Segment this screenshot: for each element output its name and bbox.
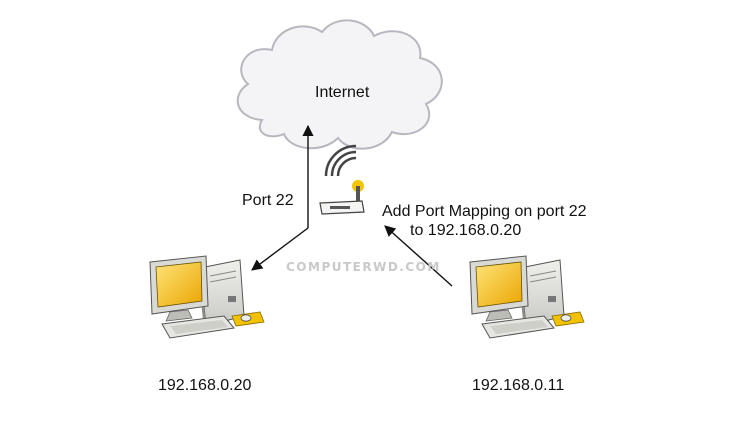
port-label: Port 22	[242, 192, 294, 209]
arrow-router-to-left-pc	[251, 227, 309, 271]
arrow-right-pc-to-router	[384, 225, 453, 287]
computer-icon	[469, 255, 585, 339]
mapping-label-line2: to 192.168.0.20	[410, 222, 522, 239]
cloud-icon	[236, 19, 443, 150]
right-ip-label: 192.168.0.11	[472, 377, 565, 394]
mapping-label-line1: Add Port Mapping on port 22	[382, 203, 587, 220]
router-icon	[319, 144, 365, 215]
computer-icon	[149, 255, 265, 339]
left-ip-label: 192.168.0.20	[158, 377, 252, 394]
watermark: COMPUTERWD.COM	[286, 260, 441, 274]
cloud-label: Internet	[315, 84, 370, 101]
